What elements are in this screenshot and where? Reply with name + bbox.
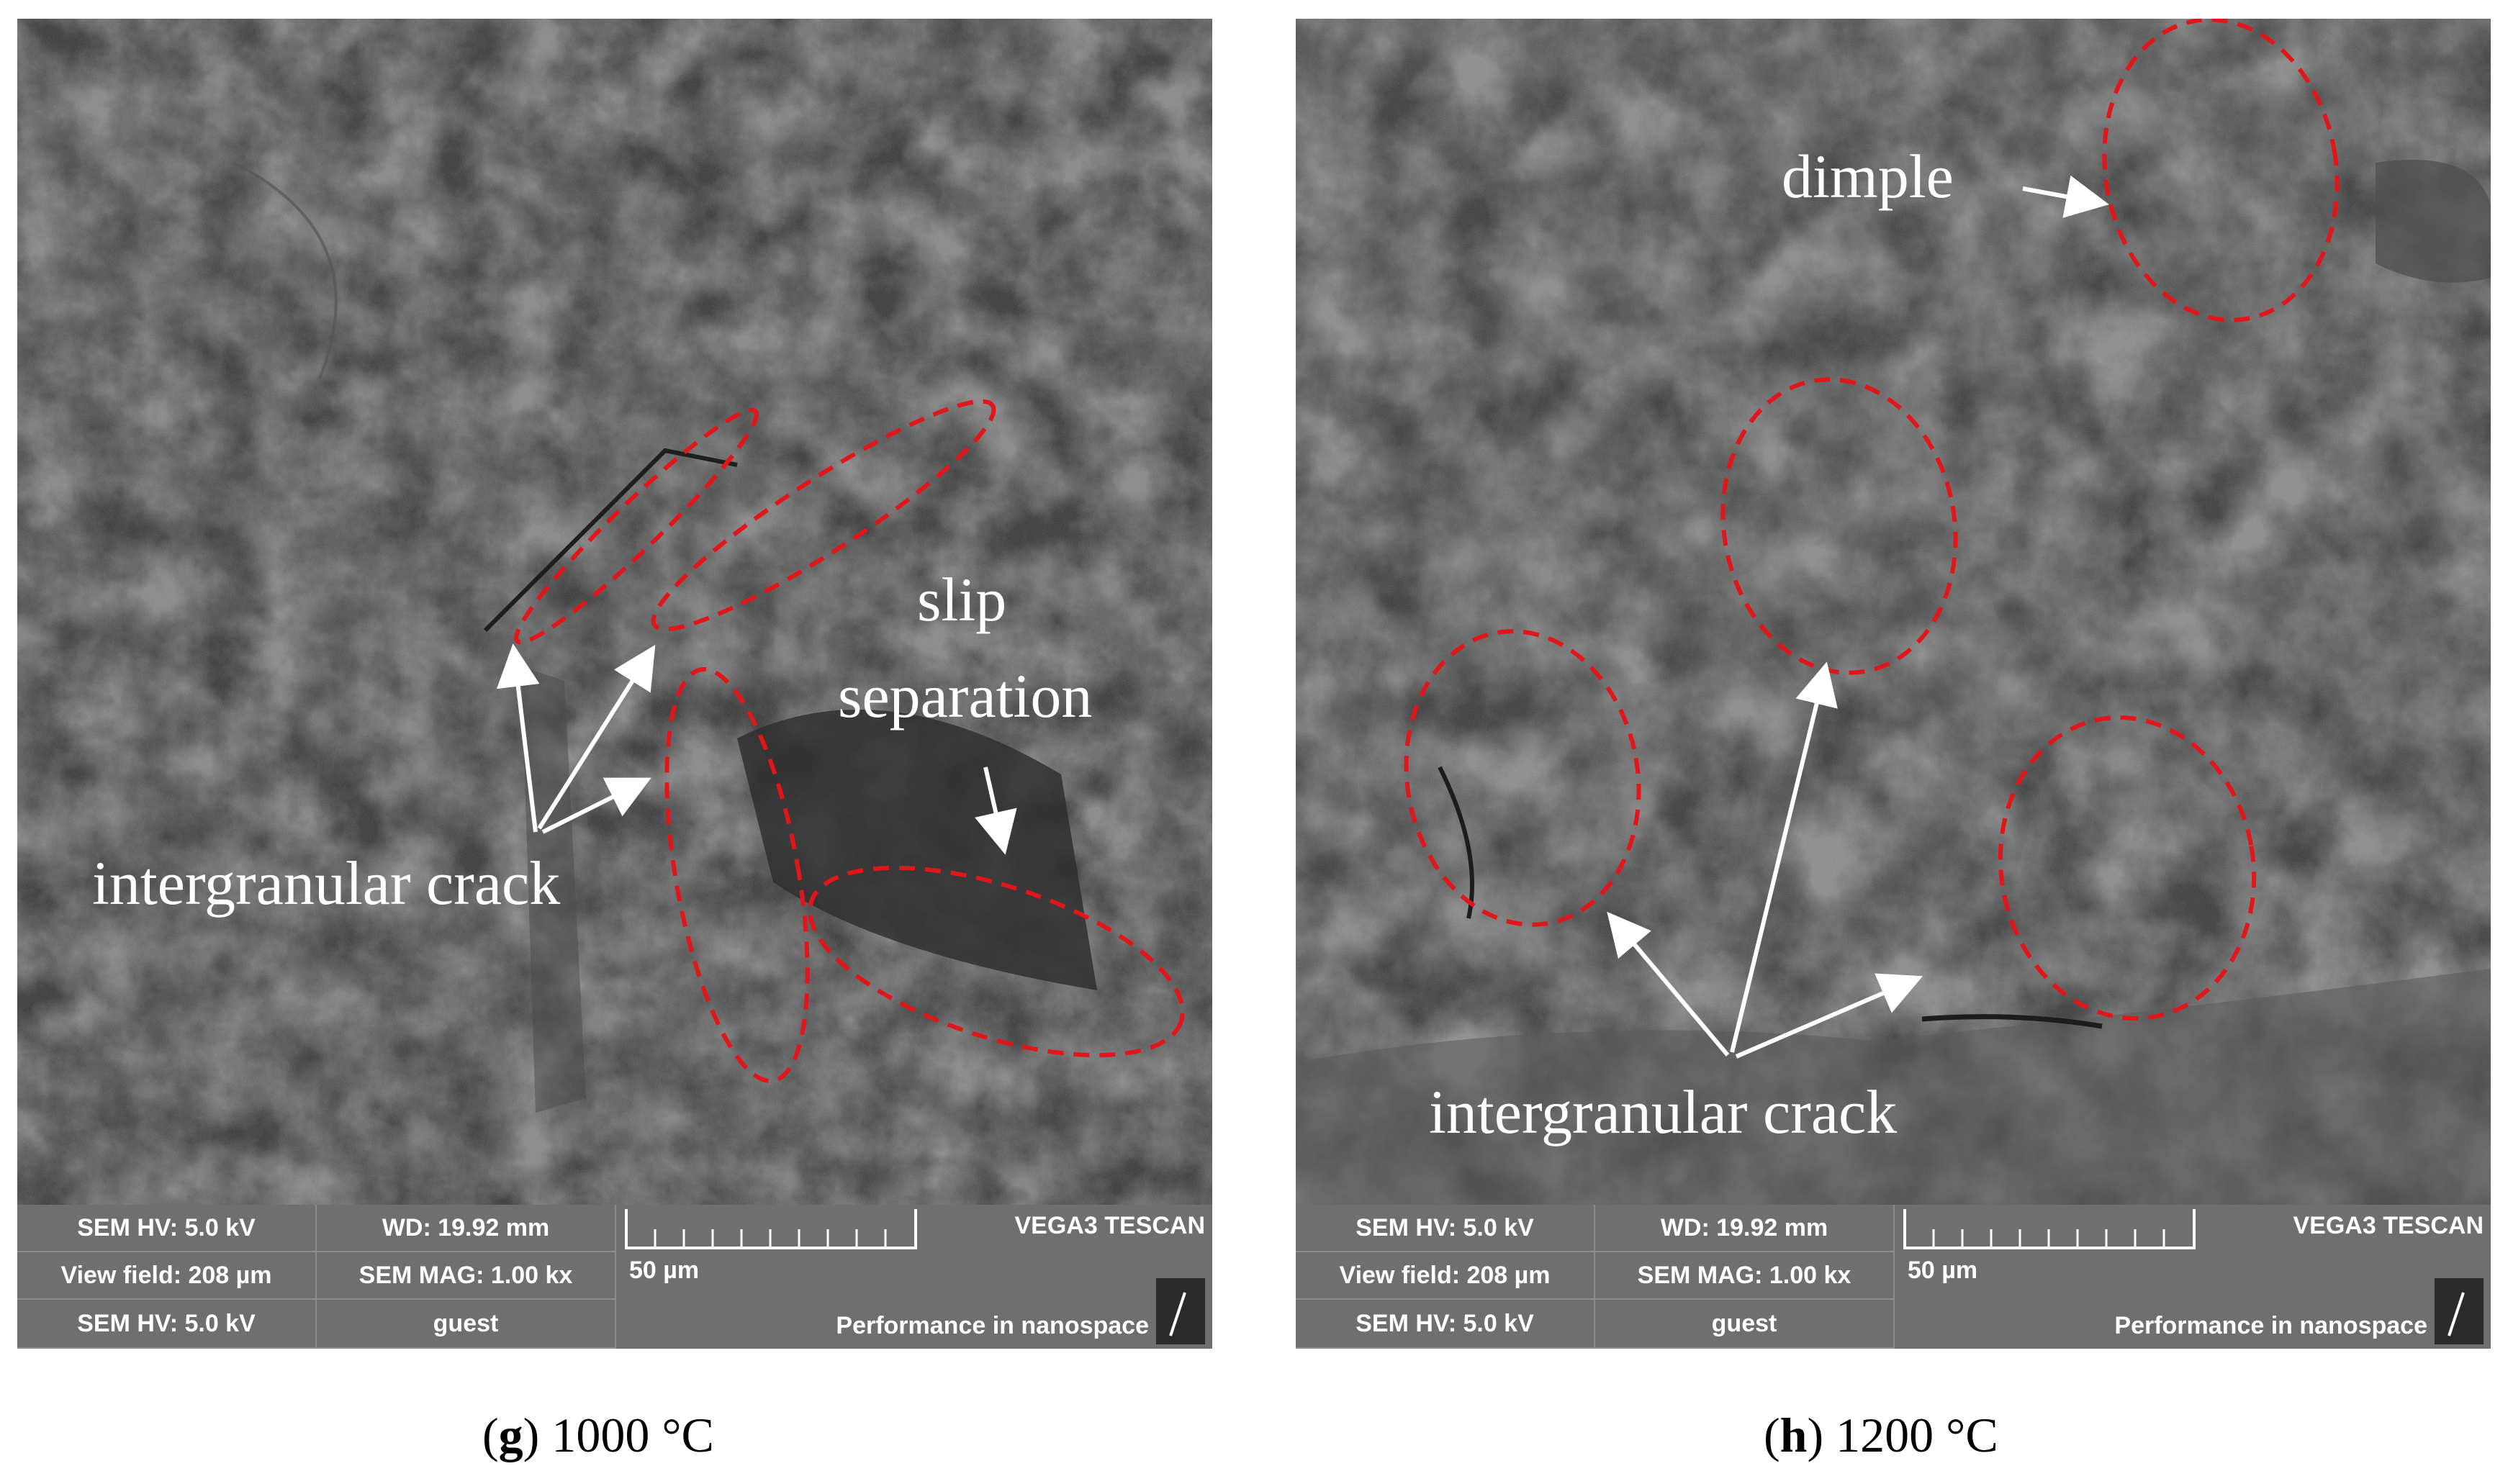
annotation-overlay-h — [1404, 19, 2340, 1059]
caption-text-g: 1000 °C — [539, 1408, 714, 1462]
brand-label: VEGA3 TESCAN — [1014, 1212, 1206, 1239]
scale-bar — [1903, 1209, 2196, 1249]
scale-label: 50 µm — [629, 1257, 700, 1284]
annotation-intergranular-crack: intergranular crack — [92, 849, 561, 918]
ellipse-intergranular-2 — [651, 399, 996, 632]
annotation-intergranular-crack: intergranular crack — [1429, 1077, 1898, 1146]
info-mag: SEM MAG: 1.00 kx — [1595, 1252, 1895, 1300]
panel-g: slip separation intergranular crack SEM … — [17, 19, 1212, 1349]
ellipse-intergranular-3 — [664, 667, 810, 1083]
caption-g: (g) 1000 °C — [482, 1408, 714, 1462]
tagline: Performance in nanospace — [836, 1312, 1149, 1339]
arrow-dimple — [2022, 175, 2109, 218]
arrow-1 — [496, 643, 540, 833]
ellipse-dimple — [2102, 19, 2340, 322]
arrow-3 — [1735, 973, 1923, 1059]
info-wd: WD: 19.92 mm — [1595, 1205, 1895, 1252]
caption-letter-g: g — [498, 1408, 523, 1462]
info-hv-2: SEM HV: 5.0 kV — [17, 1300, 317, 1349]
sem-texture-g — [17, 19, 1212, 1205]
brand-label: VEGA3 TESCAN — [2293, 1212, 2484, 1239]
caption-letter-h: h — [1779, 1408, 1808, 1462]
info-user: guest — [1595, 1300, 1895, 1349]
ellipse-intergranular-2 — [1404, 629, 1641, 927]
annotation-separation: separation — [838, 661, 1093, 730]
scale-bar-area: VEGA3 TESCAN 50 µm Performance in nanosp… — [616, 1205, 1212, 1349]
ellipse-intergranular-1 — [1720, 377, 1958, 675]
arrow-2 — [1730, 661, 1838, 1053]
annotation-dimple: dimple — [1782, 142, 1954, 211]
annotation-slip: slip — [917, 565, 1007, 634]
arrow-2 — [537, 644, 656, 830]
arrow-slip — [975, 766, 1017, 855]
info-hv: SEM HV: 5.0 kV — [17, 1205, 317, 1252]
sem-micrograph-h: dimple intergranular crack — [1296, 19, 2491, 1205]
ellipse-intergranular-1 — [514, 407, 759, 645]
arrow-3 — [541, 777, 651, 834]
sem-micrograph-g: slip separation intergranular crack — [17, 19, 1212, 1205]
sem-infobar-g: SEM HV: 5.0 kV WD: 19.92 mm View field: … — [17, 1205, 1212, 1349]
tescan-logo — [2435, 1278, 2484, 1344]
arrow-1 — [1607, 911, 1730, 1057]
info-hv: SEM HV: 5.0 kV — [1296, 1205, 1595, 1252]
info-hv-2: SEM HV: 5.0 kV — [1296, 1300, 1595, 1349]
ellipse-slip-separation — [808, 865, 1185, 1058]
ellipse-intergranular-3 — [1998, 715, 2257, 1021]
scale-label: 50 µm — [1908, 1257, 1978, 1284]
info-mag: SEM MAG: 1.00 kx — [317, 1252, 616, 1300]
tagline: Performance in nanospace — [2114, 1312, 2427, 1339]
tescan-logo — [1156, 1278, 1205, 1344]
sem-infobar-h: SEM HV: 5.0 kV WD: 19.92 mm View field: … — [1296, 1205, 2491, 1349]
caption-text-h: 1200 °C — [1823, 1408, 1998, 1462]
caption-h: (h) 1200 °C — [1764, 1408, 1998, 1462]
panel-h: dimple intergranular crack SEM HV: 5.0 k… — [1296, 19, 2491, 1349]
info-wd: WD: 19.92 mm — [317, 1205, 616, 1252]
info-user: guest — [317, 1300, 616, 1349]
info-view-field: View field: 208 µm — [17, 1252, 317, 1300]
scale-bar — [625, 1209, 917, 1249]
annotation-overlay-g — [496, 399, 1185, 1083]
info-view-field: View field: 208 µm — [1296, 1252, 1595, 1300]
scale-bar-area: VEGA3 TESCAN 50 µm Performance in nanosp… — [1895, 1205, 2491, 1349]
